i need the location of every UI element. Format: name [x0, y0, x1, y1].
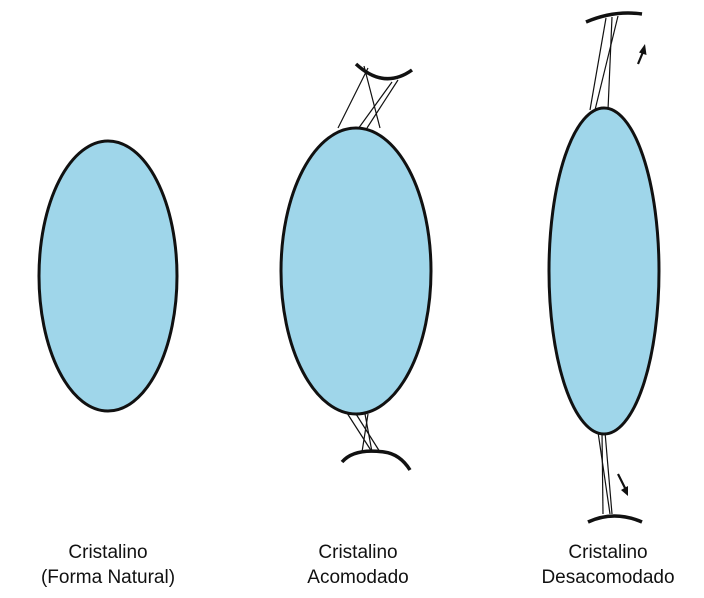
zonule-fibers-bottom — [347, 413, 380, 452]
zonule-fibers-bottom-3 — [598, 432, 612, 514]
caption-natural-line1: Cristalino — [0, 540, 218, 565]
lens-natural-body — [39, 141, 177, 411]
caption-accommodated-line1: Cristalino — [248, 540, 468, 565]
zonule-fibers-top-3 — [590, 16, 618, 110]
caption-accommodated-line2: Acomodado — [248, 565, 468, 590]
lens-unaccommodated-body — [549, 108, 659, 434]
arrow-down-icon — [618, 474, 628, 496]
ciliary-body-bottom-3 — [588, 516, 642, 522]
arrow-up-icon — [638, 44, 647, 64]
caption-unaccommodated-line2: Desacomodado — [498, 565, 704, 590]
caption-natural-line2: (Forma Natural) — [0, 565, 218, 590]
lens-unaccommodated — [549, 13, 659, 522]
lens-natural — [39, 141, 177, 411]
caption-unaccommodated-line1: Cristalino — [498, 540, 704, 565]
zonule-fibers-top — [338, 66, 398, 129]
caption-accommodated: Cristalino Acomodado — [248, 540, 468, 590]
lens-accommodated — [281, 64, 431, 470]
lens-accommodated-body — [281, 128, 431, 414]
caption-unaccommodated: Cristalino Desacomodado — [498, 540, 704, 590]
ciliary-body-top-3 — [586, 13, 642, 22]
ciliary-body-bottom — [342, 451, 410, 470]
caption-natural: Cristalino (Forma Natural) — [0, 540, 218, 590]
